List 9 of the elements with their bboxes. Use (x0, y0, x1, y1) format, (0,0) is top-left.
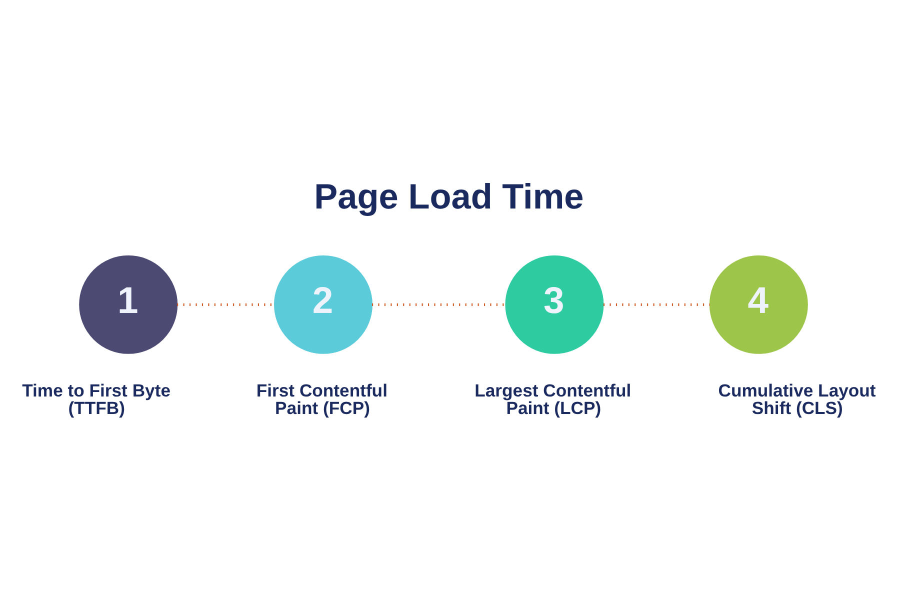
node-label: Largest Contentful Paint (LCP) (474, 380, 632, 418)
node-label: Cumulative Layout Shift (CLS) (718, 380, 876, 418)
diagram-title: Page Load Time (314, 177, 584, 216)
node-circle: 4 (709, 255, 808, 354)
node-label: First Contentful Paint (FCP) (256, 380, 388, 418)
node-label: Time to First Byte (TTFB) (22, 380, 171, 418)
node-circle: 3 (505, 255, 604, 354)
node-circle: 1 (79, 255, 178, 354)
node-circle: 2 (274, 255, 372, 354)
